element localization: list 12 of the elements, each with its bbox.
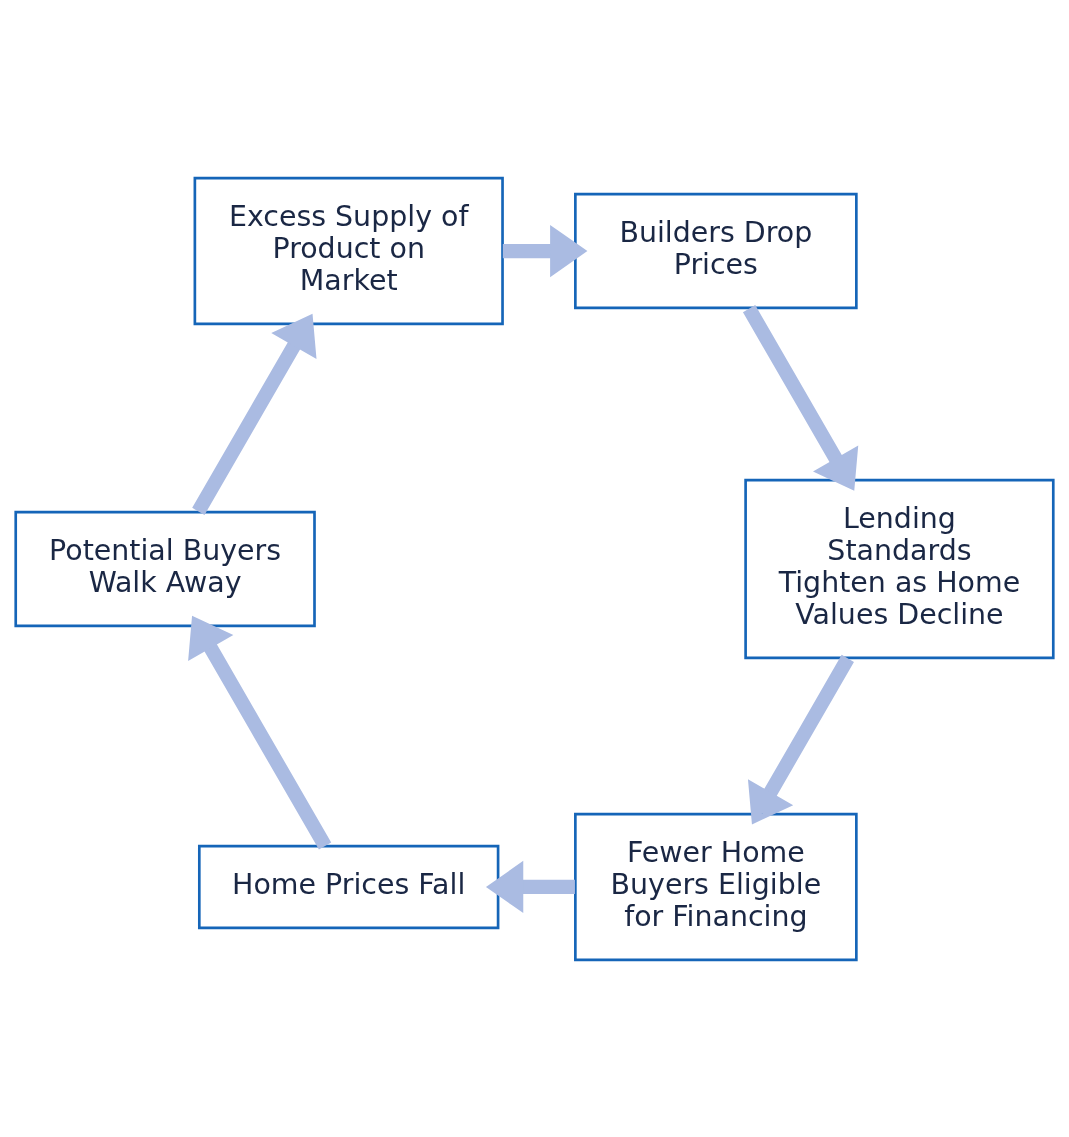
node-box: Home Prices Fall [197,844,500,929]
arrow [192,313,317,515]
arrow [502,224,588,277]
arrow [485,860,575,913]
node-box: Excess Supply of Product on Market [193,176,504,325]
arrow [742,304,859,491]
node-box: Lending Standards Tighten as Home Values Decline [744,478,1055,659]
node-box: Fewer Home Buyers Eligible for Financing [574,812,858,961]
arrow [747,654,854,824]
node-box: Potential Buyers Walk Away [14,510,316,627]
arrow [188,615,332,850]
node-box: Builders Drop Prices [574,192,858,309]
